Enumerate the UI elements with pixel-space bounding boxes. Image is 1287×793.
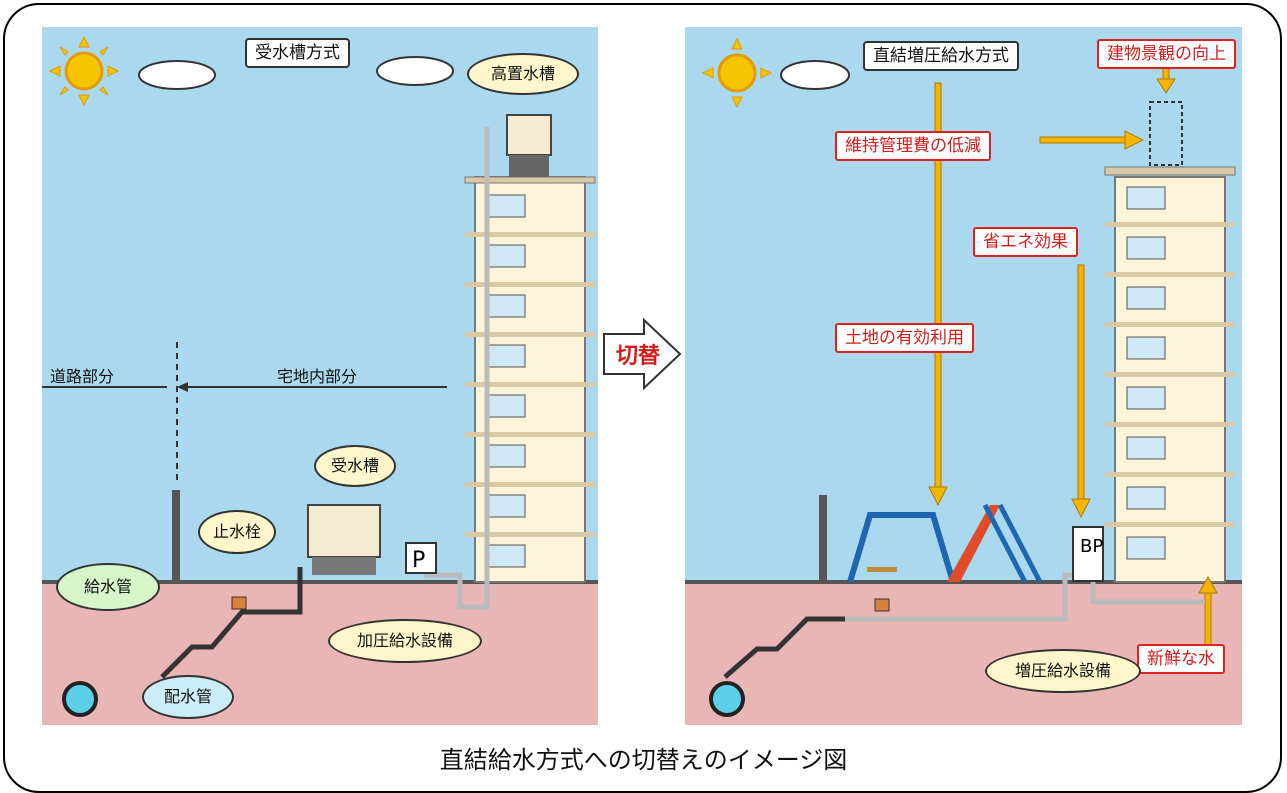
direct-booster-illustration: BP	[685, 27, 1242, 725]
benefit-energy-label: 省エネ効果	[973, 227, 1078, 257]
method-title: 直結増圧給水方式	[863, 41, 1019, 71]
cloud-icon	[780, 60, 850, 90]
pump-label: P	[412, 548, 425, 573]
distribution-pipe	[62, 681, 98, 717]
distribution-pipe	[709, 681, 745, 717]
cloud-icon	[376, 56, 454, 86]
removed-elevated-tank	[1149, 101, 1183, 166]
benefit-scenery-label: 建物景観の向上	[1097, 39, 1236, 69]
stop-valve	[231, 596, 247, 610]
receiving-tank-bubble: 受水槽	[314, 445, 396, 487]
benefit-land-label: 土地の有効利用	[835, 323, 974, 353]
benefit-arrows	[928, 62, 1218, 648]
apartment-building	[464, 176, 596, 583]
sun-icon	[48, 35, 120, 107]
service-pipe-bubble: 給水管	[56, 563, 160, 611]
receiving-tank	[307, 504, 381, 575]
benefit-fresh-water-label: 新鮮な水	[1137, 644, 1225, 674]
benefit-maintenance-label: 維持管理費の低減	[835, 131, 991, 161]
distribution-pipe-bubble: 配水管	[142, 675, 234, 719]
cloud-icon	[138, 60, 216, 90]
stop-valve	[874, 598, 890, 612]
booster-pump-label: BP	[1080, 536, 1103, 557]
pressure-equipment-bubble: 加圧給水設備	[328, 619, 482, 663]
sun-icon	[701, 37, 773, 109]
apartment-building	[1104, 166, 1236, 583]
receiving-tank-panel: P 受水槽方式 高置水槽 道路部分 宅地内部分 受水槽 止水栓 給水管 加圧給水…	[42, 27, 598, 725]
pump-equipment	[405, 542, 437, 574]
road-part-label: 道路部分	[50, 367, 115, 386]
stop-valve-bubble: 止水栓	[198, 510, 276, 554]
direct-booster-panel: BP 直結増圧給水方式 建物景観の向上 維持管理費の低減 省エネ効果 土地の有効…	[685, 27, 1242, 725]
booster-equipment-bubble: 増圧給水設備	[985, 649, 1141, 693]
switch-label: 切替	[616, 344, 661, 369]
method-title: 受水槽方式	[245, 38, 350, 68]
elevated-tank-bubble: 高置水槽	[467, 53, 579, 95]
switch-arrow: 切替	[602, 317, 682, 391]
playground	[847, 503, 1043, 584]
figure-caption: 直結給水方式への切替えのイメージ図	[439, 746, 848, 774]
elevated-tank	[506, 114, 552, 177]
booster-pump	[1072, 526, 1104, 582]
residential-part-label: 宅地内部分	[277, 367, 358, 386]
